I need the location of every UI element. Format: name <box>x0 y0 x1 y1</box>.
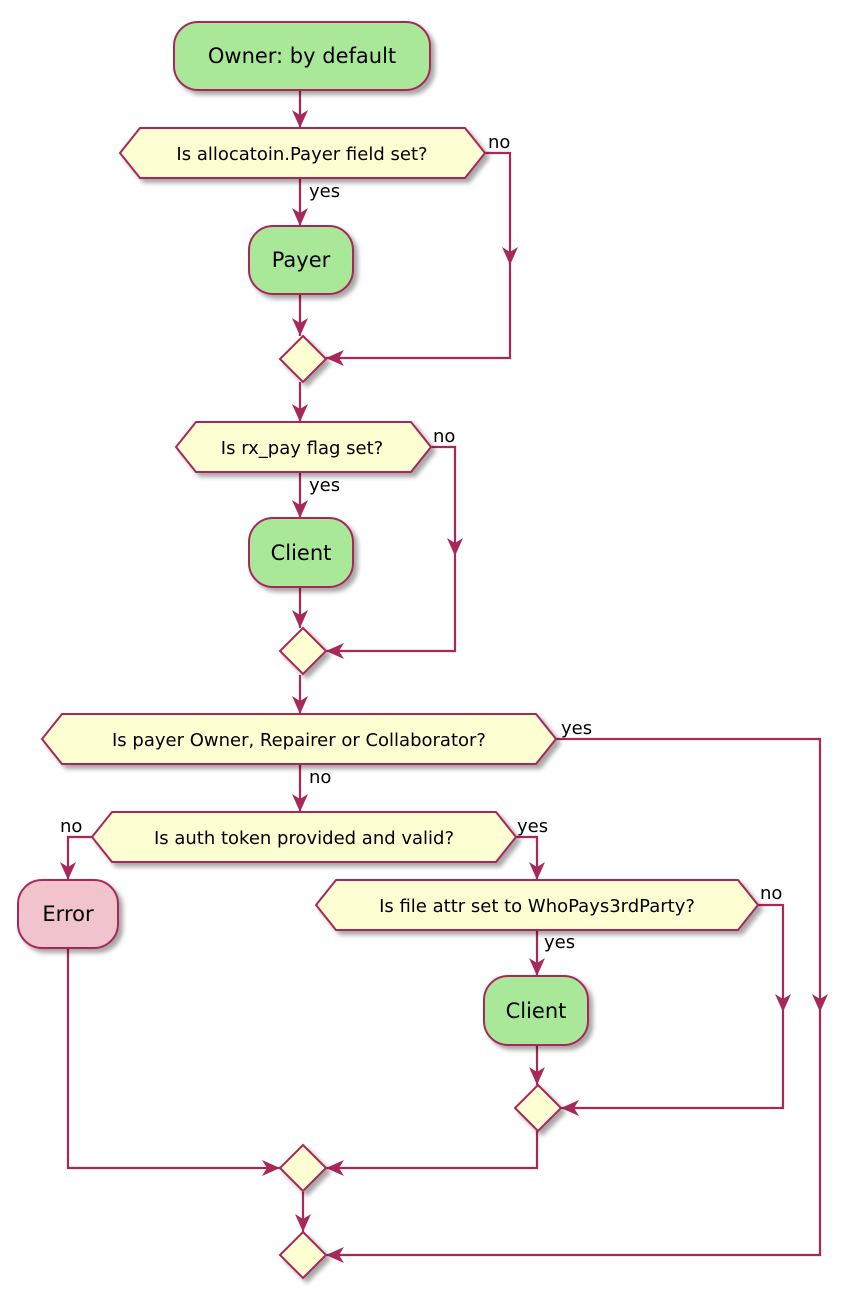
arrowhead <box>529 958 545 976</box>
arrowhead <box>775 994 791 1012</box>
merge-diamond-5 <box>278 1230 328 1280</box>
merge-diamond-4 <box>513 1083 563 1133</box>
condition-rx-pay: Is rx_pay flag set? <box>174 421 433 473</box>
rx-pay-no-label: no <box>433 426 455 447</box>
merge-diamond-2 <box>278 626 328 676</box>
error-node: Error <box>17 879 119 949</box>
arrowhead <box>529 1067 545 1085</box>
condition-file-attr: Is file attr set to WhoPays3rdParty? <box>314 879 760 931</box>
arrowhead <box>529 862 545 880</box>
arrowhead <box>292 500 308 518</box>
arrowhead <box>292 794 308 812</box>
arrowhead <box>292 404 308 422</box>
edge-merge4-to-merge3 <box>326 1131 539 1170</box>
edge-payer-type-yes <box>326 737 822 1257</box>
arrowhead <box>60 862 76 880</box>
edge-error-to-merge3 <box>66 948 280 1170</box>
start-node-label: Owner: by default <box>208 44 396 68</box>
edge-auth-yes <box>516 835 539 880</box>
payer-field-no-label: no <box>488 132 510 153</box>
file-attr-no-label: no <box>760 883 782 904</box>
arrowhead <box>292 110 308 128</box>
condition-payer-field-label: Is allocatoin.Payer field set? <box>176 144 427 165</box>
auth-no-label: no <box>60 816 82 837</box>
payer-type-no-label: no <box>309 767 331 788</box>
arrowhead <box>561 1100 579 1116</box>
payer-field-yes-label: yes <box>309 181 340 202</box>
condition-payer-type-label: Is payer Owner, Repairer or Collaborator… <box>112 730 486 751</box>
client-rx-node-label: Client <box>271 541 332 565</box>
condition-file-attr-label: Is file attr set to WhoPays3rdParty? <box>379 896 695 917</box>
error-node-label: Error <box>42 902 94 926</box>
arrowhead <box>292 208 308 226</box>
arrowhead <box>326 643 344 659</box>
auth-yes-label: yes <box>517 816 548 837</box>
arrowhead <box>292 610 308 628</box>
client-3rd-party-node: Client <box>483 975 589 1046</box>
arrowhead <box>326 1247 344 1263</box>
payer-node: Payer <box>248 225 354 295</box>
payer-node-label: Payer <box>272 248 331 272</box>
start-node: Owner: by default <box>173 21 431 91</box>
client-3rd-party-node-label: Client <box>506 999 567 1023</box>
arrowhead <box>262 1160 280 1176</box>
edge-auth-no <box>66 835 92 880</box>
client-rx-node: Client <box>248 517 354 588</box>
arrowhead <box>502 247 518 265</box>
arrowhead <box>295 1214 311 1232</box>
merge-diamond-1 <box>278 334 328 384</box>
arrowhead <box>292 696 308 714</box>
arrowhead <box>326 1160 344 1176</box>
merge-diamond-3 <box>278 1143 328 1193</box>
payer-type-yes-label: yes <box>561 718 592 739</box>
file-attr-yes-label: yes <box>544 932 575 953</box>
condition-rx-pay-label: Is rx_pay flag set? <box>221 438 383 459</box>
condition-payer-field: Is allocatoin.Payer field set? <box>118 127 487 179</box>
condition-auth-token: Is auth token provided and valid? <box>90 811 518 863</box>
arrowhead <box>326 350 344 366</box>
edge-file-attr-no <box>561 903 785 1110</box>
condition-payer-type: Is payer Owner, Repairer or Collaborator… <box>40 713 558 765</box>
arrowhead <box>812 994 828 1012</box>
condition-auth-token-label: Is auth token provided and valid? <box>154 828 454 849</box>
arrowhead <box>447 538 463 556</box>
arrowhead <box>292 318 308 336</box>
rx-pay-yes-label: yes <box>309 475 340 496</box>
